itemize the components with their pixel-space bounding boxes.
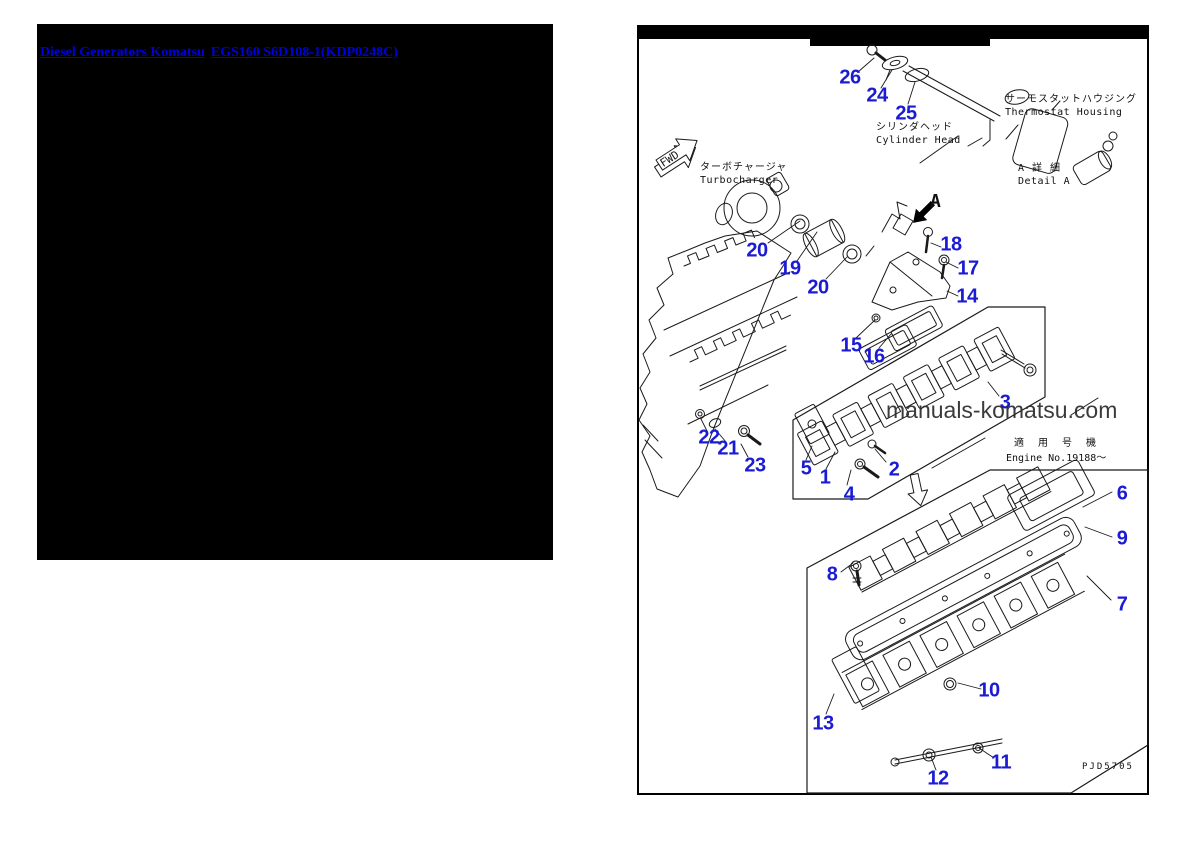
redacted-left-panel	[37, 24, 553, 560]
breadcrumb-model-link[interactable]: EGS160 S6D108-1(KDP0248C)	[210, 45, 398, 60]
label-cylinder-head-jp: シリンダヘッド	[876, 122, 953, 133]
label-thermostat-housing-jp: サーモスタットハウジング	[1005, 94, 1137, 105]
applicability-note-jp: 適 用 号 機	[1014, 438, 1101, 449]
label-thermostat-housing: サーモスタットハウジング Thermostat Housing	[1005, 93, 1137, 119]
redacted-header-bar-2	[810, 38, 990, 46]
applicability-note-en: Engine No.19188～	[1006, 453, 1107, 464]
label-cylinder-head: シリンダヘッド Cylinder Head	[876, 121, 961, 147]
label-cylinder-head-en: Cylinder Head	[876, 135, 961, 146]
breadcrumb-category-link[interactable]: Diesel Generators Komatsu	[40, 45, 205, 60]
label-turbocharger-jp: ターボチャージャ	[700, 162, 788, 173]
redacted-header-bar	[637, 25, 1148, 39]
label-detail-a-jp: A 詳 細	[1018, 163, 1062, 174]
drawing-code: PJD5705	[1082, 762, 1134, 772]
label-thermostat-housing-en: Thermostat Housing	[1005, 107, 1123, 118]
label-detail-a: A 詳 細 Detail A	[1018, 162, 1070, 188]
label-turbocharger-en: Turbocharger	[700, 175, 779, 186]
watermark: manuals-komatsu.com	[886, 397, 1118, 423]
label-turbocharger: ターボチャージャ Turbocharger	[700, 161, 787, 187]
detail-a-marker: A	[930, 191, 941, 212]
label-detail-a-en: Detail A	[1018, 176, 1071, 187]
breadcrumb: Diesel Generators Komatsu EGS160 S6D108-1…	[40, 45, 404, 61]
applicability-note: 適 用 号 機 Engine No.19188～	[1006, 436, 1106, 466]
